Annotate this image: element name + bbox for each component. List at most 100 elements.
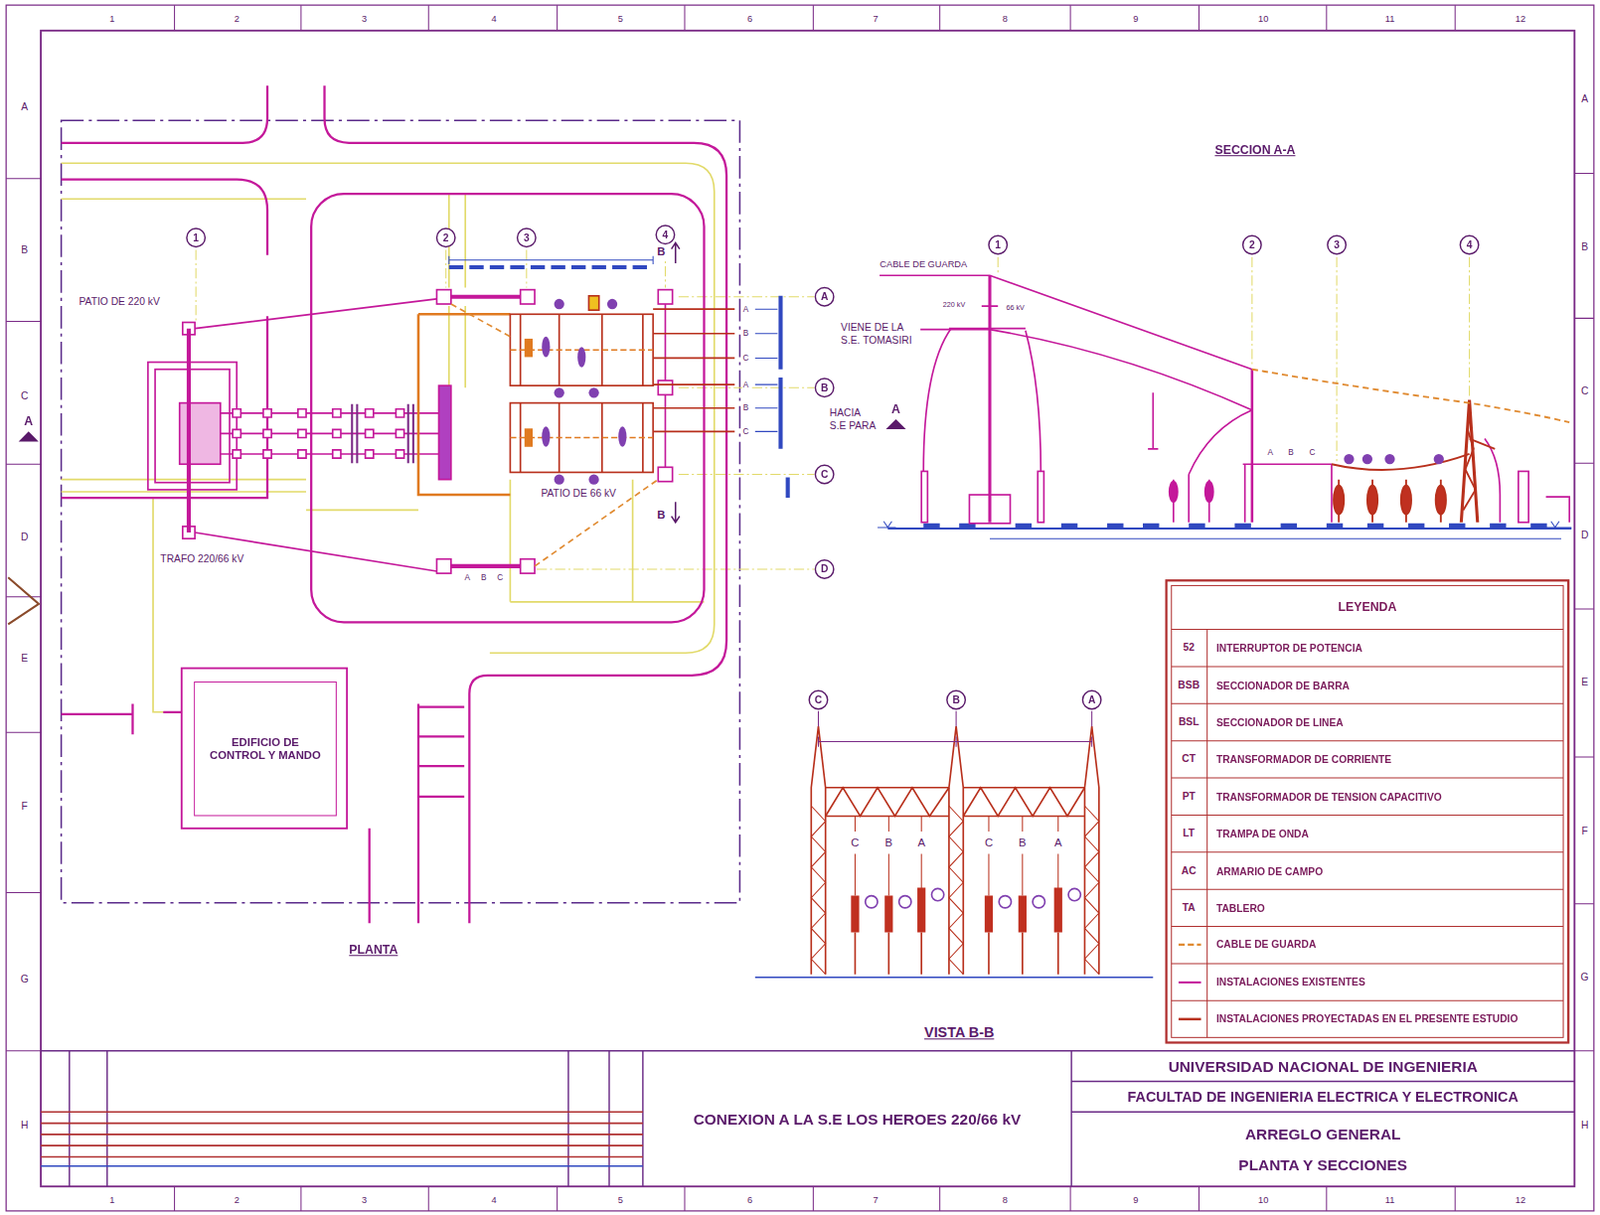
section-marker: A	[890, 403, 902, 418]
grid-letter: B	[1580, 241, 1590, 254]
phase-label: B	[480, 572, 488, 582]
callout-circle	[1243, 235, 1262, 254]
grid-letter: E	[19, 651, 29, 664]
gantry-view-b-b	[825, 788, 1086, 817]
grid-letter: B	[19, 244, 29, 257]
box-text: PLANTA Y SECCIONES	[1238, 1155, 1408, 1174]
callout-circle	[808, 690, 827, 709]
legend-row: SECCIONADOR DE LINEA	[1216, 716, 1344, 728]
legend-code: 52	[1181, 641, 1195, 654]
section-a-a	[923, 328, 1041, 473]
callout-circle	[436, 228, 455, 247]
section-marker: B	[655, 245, 666, 259]
yard-220kv	[179, 403, 221, 466]
axis-marker: 3	[522, 231, 531, 244]
grid-letter: D	[1580, 529, 1590, 542]
area-label: PATIO DE 66 kV	[539, 487, 618, 500]
legend-table	[1166, 580, 1570, 1043]
section-marker	[671, 242, 680, 522]
yard-66kv	[451, 304, 658, 567]
grid-number: 12	[1514, 1194, 1527, 1206]
equipment-dot	[1343, 454, 1444, 465]
sheet-frame	[7, 577, 39, 625]
legend-row: TABLERO	[1216, 902, 1266, 914]
voltage-label: 66 kV	[1004, 304, 1025, 313]
projected-equipment	[1436, 485, 1446, 515]
callout-circle	[1459, 235, 1478, 254]
projected-equipment	[1252, 369, 1570, 523]
projected-equipment	[1333, 485, 1344, 515]
box-text: FACULTAD DE INGENIERIA ELECTRICA Y ELECT…	[1127, 1089, 1519, 1107]
yard-66kv	[588, 296, 599, 311]
control-building	[181, 668, 347, 829]
yard-220kv	[155, 369, 230, 483]
grid-letter: H	[1580, 1120, 1590, 1132]
projected-equipment	[1338, 480, 1441, 523]
gantry-view-b-b	[854, 933, 1058, 975]
gantry-66kv	[520, 290, 535, 305]
grid-number: 10	[1257, 1194, 1270, 1206]
callout-circle	[947, 690, 965, 709]
legend-table	[1178, 1018, 1202, 1021]
sheet-frame	[40, 30, 1575, 1187]
legend-row: TRAMPA DE ONDA	[1216, 827, 1309, 839]
grid-number: 7	[871, 13, 879, 25]
section-a-a	[879, 257, 1570, 524]
phase-label: B	[742, 328, 751, 338]
section-a-a	[987, 275, 991, 523]
equipment-dot	[554, 299, 619, 485]
gantry-view-b-b	[755, 976, 1153, 979]
projected-equipment	[1252, 369, 1570, 423]
axis-marker: D	[819, 563, 829, 576]
sheet-frame	[5, 4, 1595, 1212]
gantry-66kv	[436, 290, 451, 305]
grid-letter: C	[19, 390, 29, 403]
line-terminal	[780, 296, 788, 498]
phase-label: A	[916, 836, 927, 850]
axis-marker: 1	[191, 231, 200, 244]
yard-220kv	[194, 299, 437, 572]
grid-letter: G	[1580, 971, 1591, 984]
grid-letter: F	[19, 800, 28, 812]
yard-220kv	[351, 404, 414, 465]
legend-row: INSTALACIONES EXISTENTES	[1216, 976, 1366, 988]
legend-table	[1178, 944, 1202, 947]
phase-label: B	[1017, 836, 1028, 850]
callout-circle	[814, 465, 833, 483]
access-road	[369, 704, 465, 925]
grid-letter: A	[1580, 93, 1590, 106]
legend-row: SECCIONADOR DE BARRA	[1216, 679, 1350, 691]
gantry-view-b-b	[810, 726, 1100, 975]
legend-text: SECCIONADOR DE LINEA	[1216, 716, 1344, 728]
axis-marker: B	[819, 381, 829, 394]
yard-66kv	[418, 296, 735, 567]
grid-letter: A	[19, 101, 29, 114]
gantry-66kv	[657, 290, 672, 305]
gantry-66kv	[436, 559, 451, 574]
section-marker: B	[655, 508, 666, 522]
phase-label: C	[742, 353, 751, 363]
legend-text: INSTALACIONES PROYECTADAS EN EL PRESENTE…	[1216, 1013, 1519, 1025]
equipment-dot	[607, 299, 618, 310]
gantry-66kv	[436, 290, 672, 574]
grid-number: 4	[489, 13, 497, 25]
legend-text: TRAMPA DE ONDA	[1216, 827, 1309, 839]
legend-text: ARMARIO DE CAMPO	[1216, 865, 1323, 877]
section-a-a	[1205, 481, 1214, 503]
projected-equipment	[1331, 428, 1495, 510]
access-road	[311, 193, 704, 623]
legend-row: TRANSFORMADOR DE TENSION CAPACITIVO	[1216, 791, 1442, 802]
axis-marker: 2	[1248, 239, 1257, 252]
gantry-66kv	[657, 380, 672, 395]
gantry-view-b-b	[865, 896, 878, 909]
grid-number: 9	[1131, 1194, 1139, 1206]
grid-number: 11	[1384, 1194, 1397, 1206]
equipment-label: TRAFO 220/66 kV	[159, 553, 245, 566]
axis-marker: A	[819, 291, 829, 304]
voltage-label: 220 kV	[942, 301, 966, 310]
grid-number: 3	[360, 13, 368, 25]
section-a-a	[1169, 481, 1178, 503]
grid-number: 1	[108, 1194, 116, 1206]
gantry-66kv	[664, 304, 667, 468]
